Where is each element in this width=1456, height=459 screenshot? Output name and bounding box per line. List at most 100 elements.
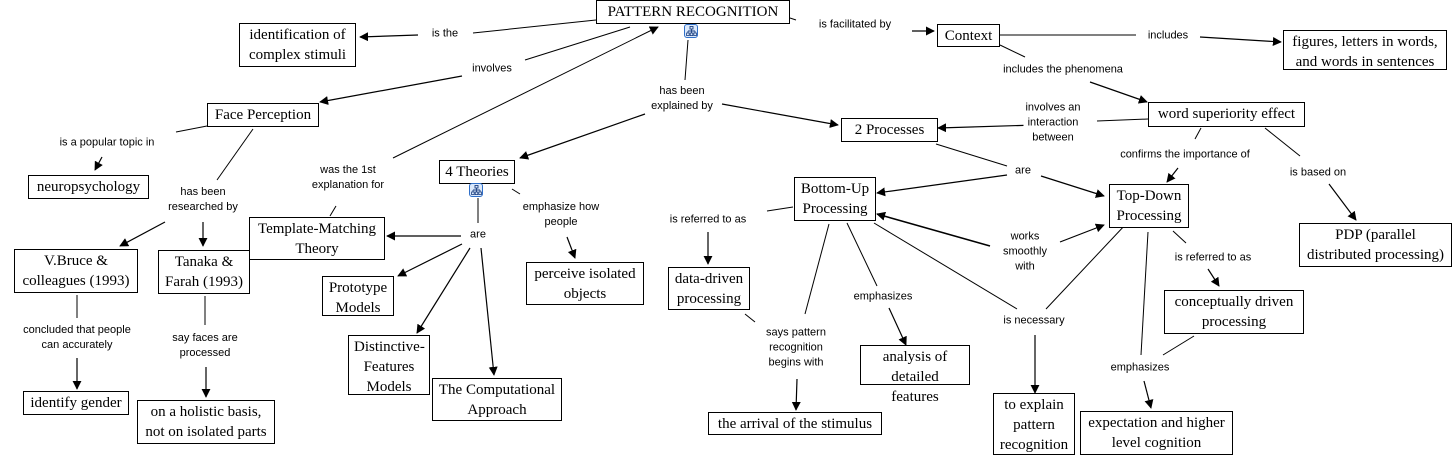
concept-neuropsychology[interactable]: neuropsychology — [28, 175, 149, 199]
concept-distinctive-features[interactable]: Distinctive- Features Models — [348, 335, 430, 395]
link-label[interactable]: is the — [429, 26, 461, 42]
link-line — [846, 222, 878, 287]
concept-identification[interactable]: identification of complex stimuli — [239, 23, 356, 67]
link-label[interactable]: emphasizes — [1108, 360, 1172, 376]
link-line — [1207, 268, 1220, 287]
concept-expectation[interactable]: expectation and higher level cognition — [1080, 411, 1233, 455]
link-label[interactable]: is based on — [1287, 165, 1349, 181]
concept-perceive-isolated[interactable]: perceive isolated objects — [526, 262, 644, 305]
link-label[interactable]: involves an interaction between — [1023, 100, 1083, 146]
link-label[interactable]: includes the phenomena — [1001, 62, 1125, 78]
link-line — [1089, 81, 1148, 104]
concept-arrival[interactable]: the arrival of the stimulus — [708, 412, 882, 435]
link-line — [1199, 36, 1282, 46]
link-line — [791, 378, 801, 411]
link-line — [216, 128, 254, 181]
concept-face-perception[interactable]: Face Perception — [207, 103, 319, 127]
link-label[interactable]: has been researched by — [166, 185, 240, 215]
concept-top-down[interactable]: Top-Down Processing — [1109, 184, 1189, 228]
link-line — [119, 221, 166, 247]
link-line — [1328, 183, 1357, 221]
concept-bruce[interactable]: V.Bruce & colleagues (1993) — [14, 249, 138, 293]
submap-icon[interactable] — [684, 24, 698, 38]
link-label[interactable]: says pattern recognition begins with — [764, 325, 828, 371]
link-line — [566, 236, 577, 259]
concept-bottom-up[interactable]: Bottom-Up Processing — [794, 177, 876, 221]
link-label[interactable]: emphasizes — [851, 289, 915, 305]
link-line — [1162, 335, 1195, 356]
link-line — [1096, 118, 1149, 122]
link-label[interactable]: has been explained by — [649, 84, 715, 114]
link-line — [329, 205, 337, 217]
link-label[interactable]: is referred to as — [1172, 250, 1254, 266]
link-label[interactable]: concluded that people can accurately — [21, 323, 133, 353]
concept-conceptually-driven[interactable]: conceptually driven processing — [1164, 290, 1304, 334]
link-line — [1045, 223, 1127, 310]
concept-four-theories[interactable]: 4 Theories — [439, 160, 515, 184]
link-label[interactable]: confirms the importance of — [1118, 147, 1252, 163]
link-label[interactable]: is necessary — [1001, 313, 1067, 329]
concept-word-superiority-effect[interactable]: word superiority effect — [1148, 102, 1305, 127]
link-label[interactable]: is referred to as — [667, 212, 749, 228]
concept-to-explain[interactable]: to explain pattern recognition — [993, 393, 1075, 455]
concept-data-driven[interactable]: data-driven processing — [668, 267, 750, 310]
link-line — [873, 222, 1018, 310]
link-line — [397, 243, 463, 277]
link-label[interactable]: is facilitated by — [816, 17, 894, 33]
link-line — [888, 307, 907, 346]
link-line — [94, 156, 103, 171]
concept-pattern-recognition[interactable]: PATTERN RECOGNITION — [596, 0, 790, 24]
concept-computational[interactable]: The Computational Approach — [432, 378, 562, 421]
link-line — [766, 206, 794, 212]
link-label[interactable]: works smoothly with — [1000, 229, 1050, 275]
link-line — [359, 32, 419, 42]
link-line — [684, 39, 689, 81]
concept-analysis[interactable]: analysis of detailed features — [860, 345, 970, 405]
link-line — [935, 143, 1008, 167]
link-line — [1166, 167, 1179, 183]
concept-figures-letters[interactable]: figures, letters in words, and words in … — [1283, 30, 1447, 70]
concept-pdp[interactable]: PDP (parallel distributed processing) — [1299, 223, 1452, 267]
link-line — [524, 26, 631, 61]
concept-tanaka[interactable]: Tanaka & Farah (1993) — [158, 250, 250, 294]
link-line — [1172, 230, 1187, 244]
concept-template-matching[interactable]: Template-Matching Theory — [249, 217, 385, 260]
link-label[interactable]: emphasize how people — [520, 200, 602, 230]
link-line — [1040, 175, 1105, 198]
link-line — [744, 313, 756, 323]
link-line — [511, 188, 521, 195]
link-line — [175, 125, 208, 133]
link-label[interactable]: includes — [1145, 28, 1191, 44]
link-line — [876, 174, 1008, 197]
link-label[interactable]: are — [1013, 163, 1033, 179]
link-line — [789, 17, 797, 21]
link-line — [804, 223, 830, 315]
concept-prototype[interactable]: Prototype Models — [322, 276, 394, 316]
link-line — [999, 44, 1026, 58]
link-line — [1143, 380, 1154, 409]
link-line — [519, 113, 646, 160]
concept-identify-gender[interactable]: identify gender — [23, 391, 129, 415]
link-label[interactable]: was the 1st explanation for — [309, 163, 387, 193]
submap-icon[interactable] — [469, 183, 483, 197]
link-line — [1059, 223, 1105, 243]
link-line — [1264, 127, 1301, 157]
concept-two-processes[interactable]: 2 Processes — [841, 118, 938, 142]
link-line — [416, 247, 471, 334]
link-line — [472, 19, 597, 34]
link-line — [319, 75, 463, 105]
link-label[interactable]: involves — [470, 61, 514, 77]
link-label[interactable]: are — [468, 227, 488, 243]
link-line — [1140, 231, 1149, 356]
link-line — [392, 26, 659, 159]
link-label[interactable]: say faces are processed — [170, 331, 240, 361]
link-label[interactable]: is a popular topic in — [57, 135, 157, 151]
link-line — [721, 103, 839, 128]
concept-holistic[interactable]: on a holistic basis, not on isolated par… — [137, 400, 275, 444]
concept-context[interactable]: Context — [937, 24, 1000, 47]
link-line — [876, 211, 991, 247]
link-line — [937, 123, 1037, 133]
link-line — [1194, 127, 1202, 140]
